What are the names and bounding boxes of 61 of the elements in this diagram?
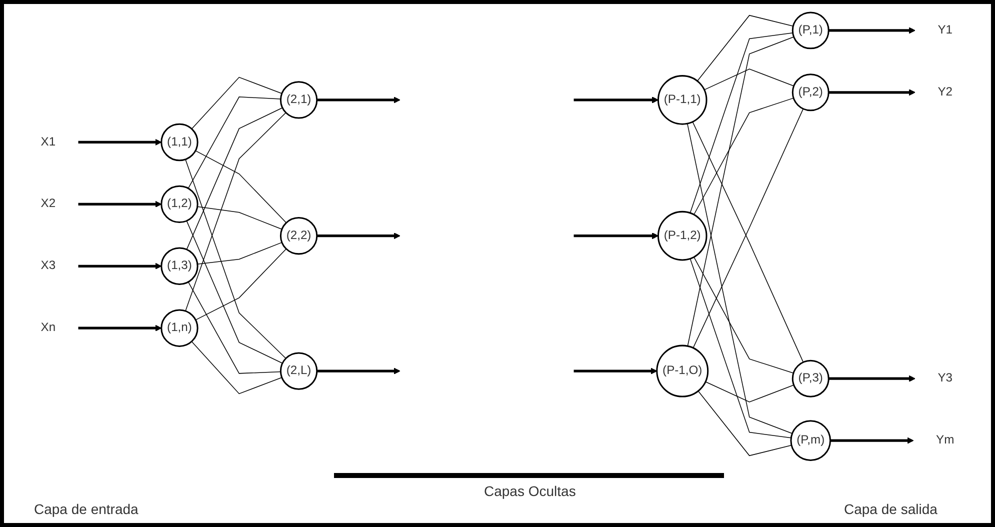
connector [698,390,792,456]
node-circle: (2,L) [280,352,318,390]
connector [188,96,282,189]
arrow [78,200,162,208]
arrow [828,375,916,382]
connector [188,282,282,374]
node-circle: (2,1) [280,81,318,119]
node-text: X2 [40,197,56,210]
node-text: Y1 [938,24,953,36]
node-circle: (1,2) [160,185,198,224]
node-text: X3 [40,259,56,272]
arrow [830,437,914,444]
arrow [78,324,162,332]
connector [197,206,282,230]
node-text: Y2 [938,86,953,98]
arrow [316,232,400,240]
arrow [574,368,658,374]
connector [690,32,794,214]
arrow [78,262,162,270]
arrow [574,232,659,240]
node-circle: (P-1,O) [656,344,709,398]
node-circle: (P,m) [790,420,832,461]
connector [191,76,282,130]
node-circle: (P-1,1) [657,75,708,125]
layer-label: Capa de salida [844,501,938,517]
arrow [78,138,162,146]
connector [185,158,286,359]
connector [704,68,794,90]
connector [197,242,282,264]
node-text: X1 [40,135,56,148]
connector [686,123,793,434]
node-circle: (2,2) [280,216,318,255]
connector [185,112,286,312]
arrow [574,96,659,104]
connector [690,258,792,438]
connector [195,248,287,320]
node-text: Y3 [938,372,953,385]
connector [191,341,282,394]
node-circle: (P,3) [792,360,830,398]
node-circle: (1,3) [160,247,198,285]
arrow [828,89,916,96]
node-text: Xn [40,321,56,334]
node-circle: (P,2) [792,74,830,112]
node-text: Ym [936,434,954,447]
connector [195,150,287,224]
node-circle: (P-1,2) [657,210,708,261]
node-circle: (1,n) [160,309,198,347]
connector [186,220,283,364]
connector [705,381,794,402]
layer-label: Capa de entrada [34,501,138,517]
node-circle: (P,1) [792,12,830,50]
arrow [316,96,400,104]
connector [186,107,283,250]
arrow [316,368,400,374]
connector [694,256,794,374]
connector [696,14,794,82]
connector [687,36,794,346]
node-circle: (1,1) [160,123,198,162]
connector [694,98,794,215]
arrow [828,27,916,34]
layer-label: Capas Ocultas [484,483,576,499]
